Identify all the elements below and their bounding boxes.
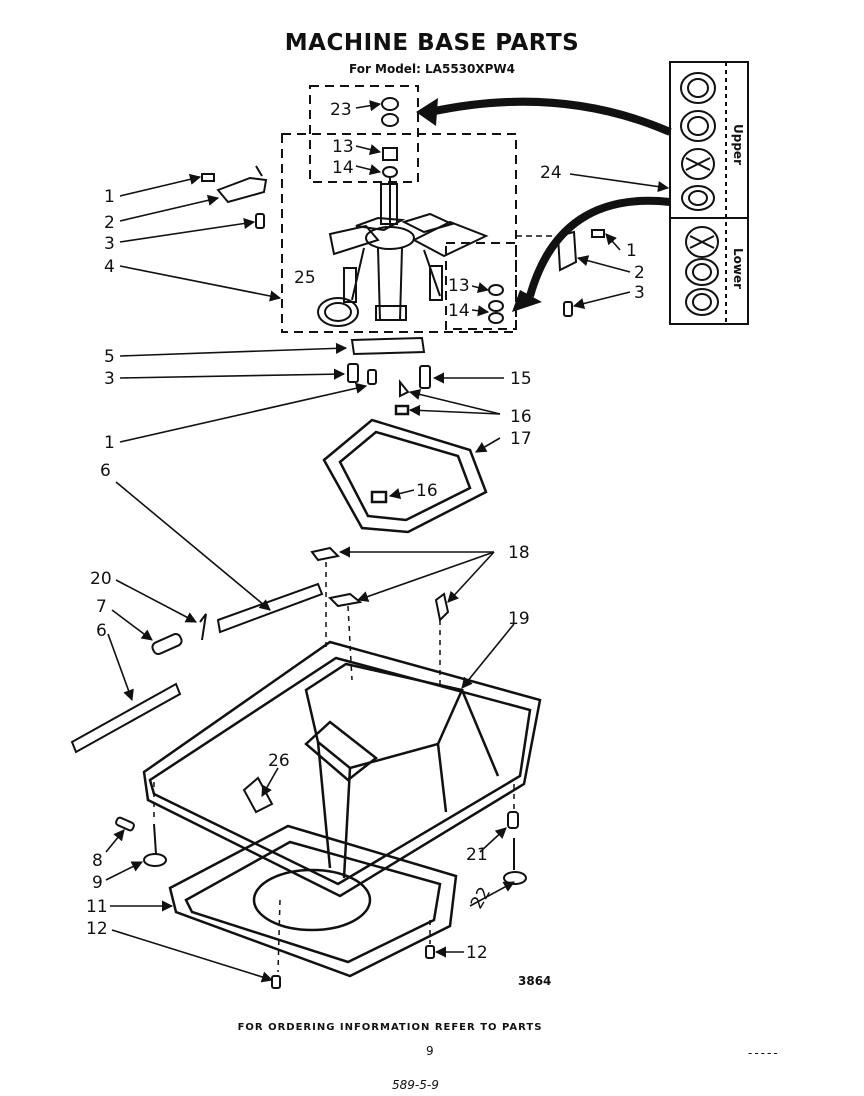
callout-leaders: [105, 100, 670, 983]
clips-part-18: [310, 546, 450, 623]
callout-24: 24: [540, 163, 562, 183]
callout-8: 8: [92, 851, 103, 871]
bearing-kit-upper-label: Upper: [731, 124, 745, 165]
right-clamp-hardware: [556, 229, 605, 317]
callout-22: 22: [467, 884, 495, 913]
callout-4: 4: [104, 257, 115, 277]
callout-15: 15: [510, 369, 532, 389]
upper-kit-arrowhead: [416, 98, 438, 126]
upper-kit-arrow: [429, 97, 672, 136]
callout-26: 26: [268, 751, 290, 771]
callout-2-upper: 2: [104, 213, 115, 233]
callout-12-right: 12: [466, 943, 488, 963]
page-title: MACHINE BASE PARTS: [284, 30, 580, 56]
upper-bearing-stack: [381, 97, 399, 228]
leveling-legs: [115, 811, 527, 989]
callout-1-upper: 1: [104, 187, 115, 207]
callout-16-upper: 16: [510, 407, 532, 427]
assembly-center-lines: [153, 562, 515, 973]
bottom-pan-part-11: [168, 824, 458, 978]
callout-2-right: 2: [634, 263, 645, 283]
callout-1-lower: 1: [104, 433, 115, 453]
transmission-assembly: [328, 183, 489, 321]
callout-6-upper: 6: [100, 461, 111, 481]
callout-25: 25: [294, 268, 316, 288]
callout-3-right: 3: [634, 283, 645, 303]
callout-23: 23: [330, 100, 352, 120]
bearing-kit-box: [669, 61, 749, 325]
model-subtitle: For Model: LA5530XPW4: [348, 62, 516, 76]
frame-part-17: [322, 404, 488, 534]
group-box-transmission: [281, 133, 517, 333]
bracket-part-26: [242, 776, 274, 814]
ordering-footer: FOR ORDERING INFORMATION REFER TO PARTS: [237, 1022, 543, 1033]
callout-17: 17: [510, 429, 532, 449]
bearing-kit-upper-icons: [680, 72, 716, 211]
callout-14-lower: 14: [448, 301, 470, 321]
seal-ring-part-25: [317, 297, 359, 327]
callout-labels: 1 2 3 4 23 13 14 24 25 1 2 3 13 14 5 3 1…: [86, 100, 645, 963]
lower-kit-arrow: [526, 196, 671, 298]
callout-18: 18: [508, 543, 530, 563]
callout-3-middle: 3: [104, 369, 115, 389]
callout-12-left: 12: [86, 919, 108, 939]
dashed-group-boxes: [281, 85, 517, 333]
bearing-kit-lower-label: Lower: [731, 248, 745, 289]
bracket-part-5: [347, 336, 431, 398]
callout-13-upper: 13: [332, 137, 354, 157]
dash-marks: -----: [748, 1046, 780, 1060]
group-box-lower-bearing: [445, 242, 517, 330]
callout-3-upper: 3: [104, 234, 115, 254]
callout-1-right: 1: [626, 241, 637, 261]
page-number: 9: [426, 1044, 434, 1058]
lower-bearing-stack: [488, 284, 504, 324]
callout-5: 5: [104, 347, 115, 367]
callout-6-lower: 6: [96, 621, 107, 641]
callout-11: 11: [86, 897, 108, 917]
figure-id: 3864: [518, 974, 552, 988]
callout-14-upper: 14: [332, 158, 354, 178]
callout-9: 9: [92, 873, 103, 893]
callout-20: 20: [90, 569, 112, 589]
callout-16-lower: 16: [416, 481, 438, 501]
sheet-mark: 589-5-9: [392, 1078, 439, 1092]
left-clamp-hardware: [201, 165, 268, 229]
trims-parts-6-7-20: [70, 582, 324, 754]
callout-13-lower: 13: [448, 276, 470, 296]
bearing-kit-lower-icons: [685, 226, 719, 316]
lower-kit-arrowhead: [512, 290, 542, 312]
callout-7: 7: [96, 597, 107, 617]
callout-21: 21: [466, 845, 488, 865]
callout-19: 19: [508, 609, 530, 629]
